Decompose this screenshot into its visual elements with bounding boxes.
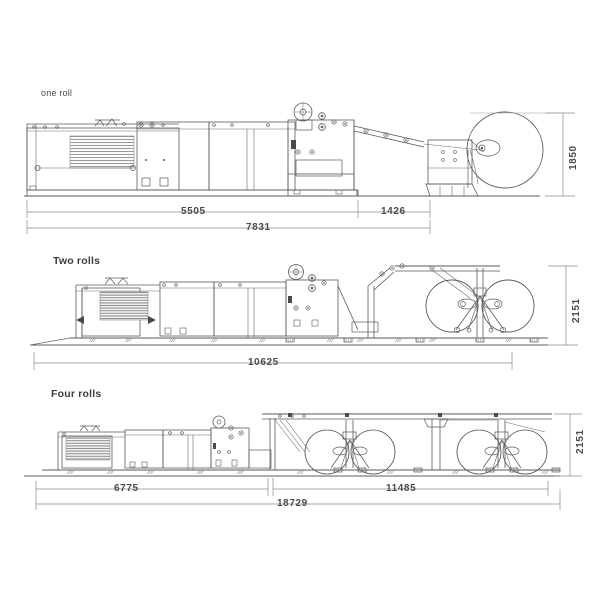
section-four-rolls-drawing [24, 413, 582, 510]
section-one-roll-drawing [24, 102, 575, 234]
section-two-rolls-drawing [29, 263, 578, 370]
dimension-11485: 11485 [386, 483, 417, 494]
dimension-6775: 6775 [114, 483, 139, 494]
dimension-1850: 1850 [568, 145, 579, 170]
dimension-1426: 1426 [381, 206, 406, 217]
section-title-two-rolls: Two rolls [53, 255, 101, 267]
dimension-2151-two-rolls: 2151 [571, 298, 582, 323]
dimension-10625: 10625 [248, 357, 279, 368]
dimension-2151-four-rolls: 2151 [575, 429, 586, 454]
section-title-one-roll: one roll [41, 88, 73, 98]
section-title-four-rolls: Four rolls [51, 388, 102, 400]
dimension-7831: 7831 [246, 222, 271, 233]
dimension-18729: 18729 [277, 498, 308, 509]
dimension-5505: 5505 [181, 206, 206, 217]
